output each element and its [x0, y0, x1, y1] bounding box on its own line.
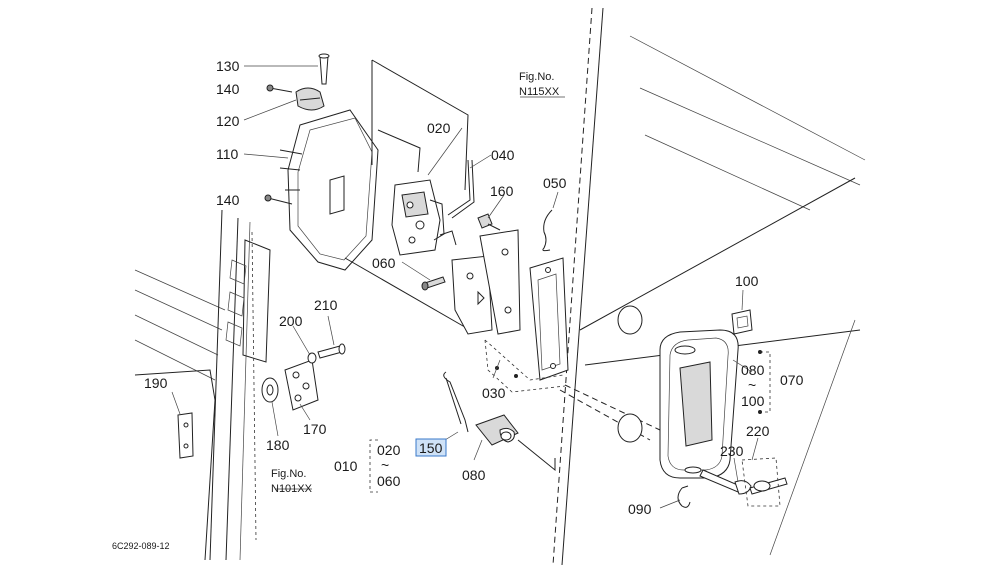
figure-ref-bottom-label: Fig.No.: [271, 468, 306, 480]
label-180[interactable]: 180: [266, 437, 290, 453]
cab-frame-left: [134, 209, 271, 561]
drawing-code: 6C292-089-12: [112, 541, 170, 551]
knob-130: [318, 53, 330, 85]
base-plate: [451, 229, 521, 335]
label-210[interactable]: 210: [314, 297, 338, 313]
highlight-box-150: [415, 438, 447, 457]
bolt-060: [421, 276, 446, 291]
part-labels: 130 140 120 110 140 020 040 160 050 060 …: [144, 58, 804, 517]
figure-ref-top-label: Fig.No.: [519, 71, 554, 83]
label-030[interactable]: 030: [482, 385, 506, 401]
plate-030: [484, 257, 569, 393]
handle-070: [659, 329, 739, 479]
label-080[interactable]: 080: [462, 467, 486, 483]
roller-180: [261, 377, 279, 403]
cover-110: [279, 109, 379, 271]
label-190[interactable]: 190: [144, 375, 168, 391]
label-160[interactable]: 160: [490, 183, 514, 199]
cab-frame-right: [552, 7, 866, 565]
group-bracket-070: [758, 350, 771, 414]
figure-ref-top-number[interactable]: N115XX: [519, 86, 560, 98]
label-170[interactable]: 170: [303, 421, 327, 437]
label-140-top[interactable]: 140: [216, 81, 240, 97]
label-090[interactable]: 090: [628, 501, 652, 517]
figure-ref-top[interactable]: Fig.No. N115XX: [519, 71, 560, 98]
label-100-range[interactable]: 100: [741, 393, 765, 409]
label-040[interactable]: 040: [491, 147, 515, 163]
range-tilde-070: ~: [748, 377, 756, 393]
latch-020: [391, 179, 457, 256]
label-110[interactable]: 110: [216, 146, 239, 162]
label-100[interactable]: 100: [735, 273, 759, 289]
label-020-range[interactable]: 020: [377, 442, 401, 458]
screw-140-bottom: [264, 194, 293, 205]
label-050[interactable]: 050: [543, 175, 567, 191]
label-150[interactable]: 150: [419, 440, 443, 456]
label-120[interactable]: 120: [216, 113, 240, 129]
cap-120: [295, 87, 325, 111]
label-060[interactable]: 060: [372, 255, 396, 271]
spring-050: [542, 209, 553, 252]
screw-140-top: [266, 84, 293, 93]
label-010[interactable]: 010: [334, 458, 358, 474]
bolt-210: [317, 343, 346, 359]
figure-ref-bottom[interactable]: Fig.No. N101XX: [271, 468, 313, 495]
plate-170: [284, 359, 319, 411]
striker-190: [177, 412, 194, 459]
leader-lines: [171, 65, 759, 509]
lock-080: [475, 414, 556, 472]
key-230: [699, 457, 788, 507]
gasket-circles: [617, 305, 643, 443]
clip-090: [677, 485, 691, 508]
label-080-range[interactable]: 080: [741, 362, 765, 378]
bracket-outline: [344, 59, 471, 331]
range-tilde-010: ~: [381, 457, 389, 473]
link-rod-150: [443, 371, 469, 433]
label-070[interactable]: 070: [780, 372, 804, 388]
washer-200: [307, 352, 317, 364]
rod-040: [447, 159, 475, 219]
label-140-bottom[interactable]: 140: [216, 192, 240, 208]
label-220[interactable]: 220: [746, 423, 770, 439]
label-230[interactable]: 230: [720, 443, 744, 459]
label-200[interactable]: 200: [279, 313, 303, 329]
label-060-range[interactable]: 060: [377, 473, 401, 489]
label-020[interactable]: 020: [427, 120, 451, 136]
figure-ref-bottom-number[interactable]: N101XX: [271, 483, 313, 495]
pad-100: [731, 309, 753, 335]
label-130[interactable]: 130: [216, 58, 240, 74]
